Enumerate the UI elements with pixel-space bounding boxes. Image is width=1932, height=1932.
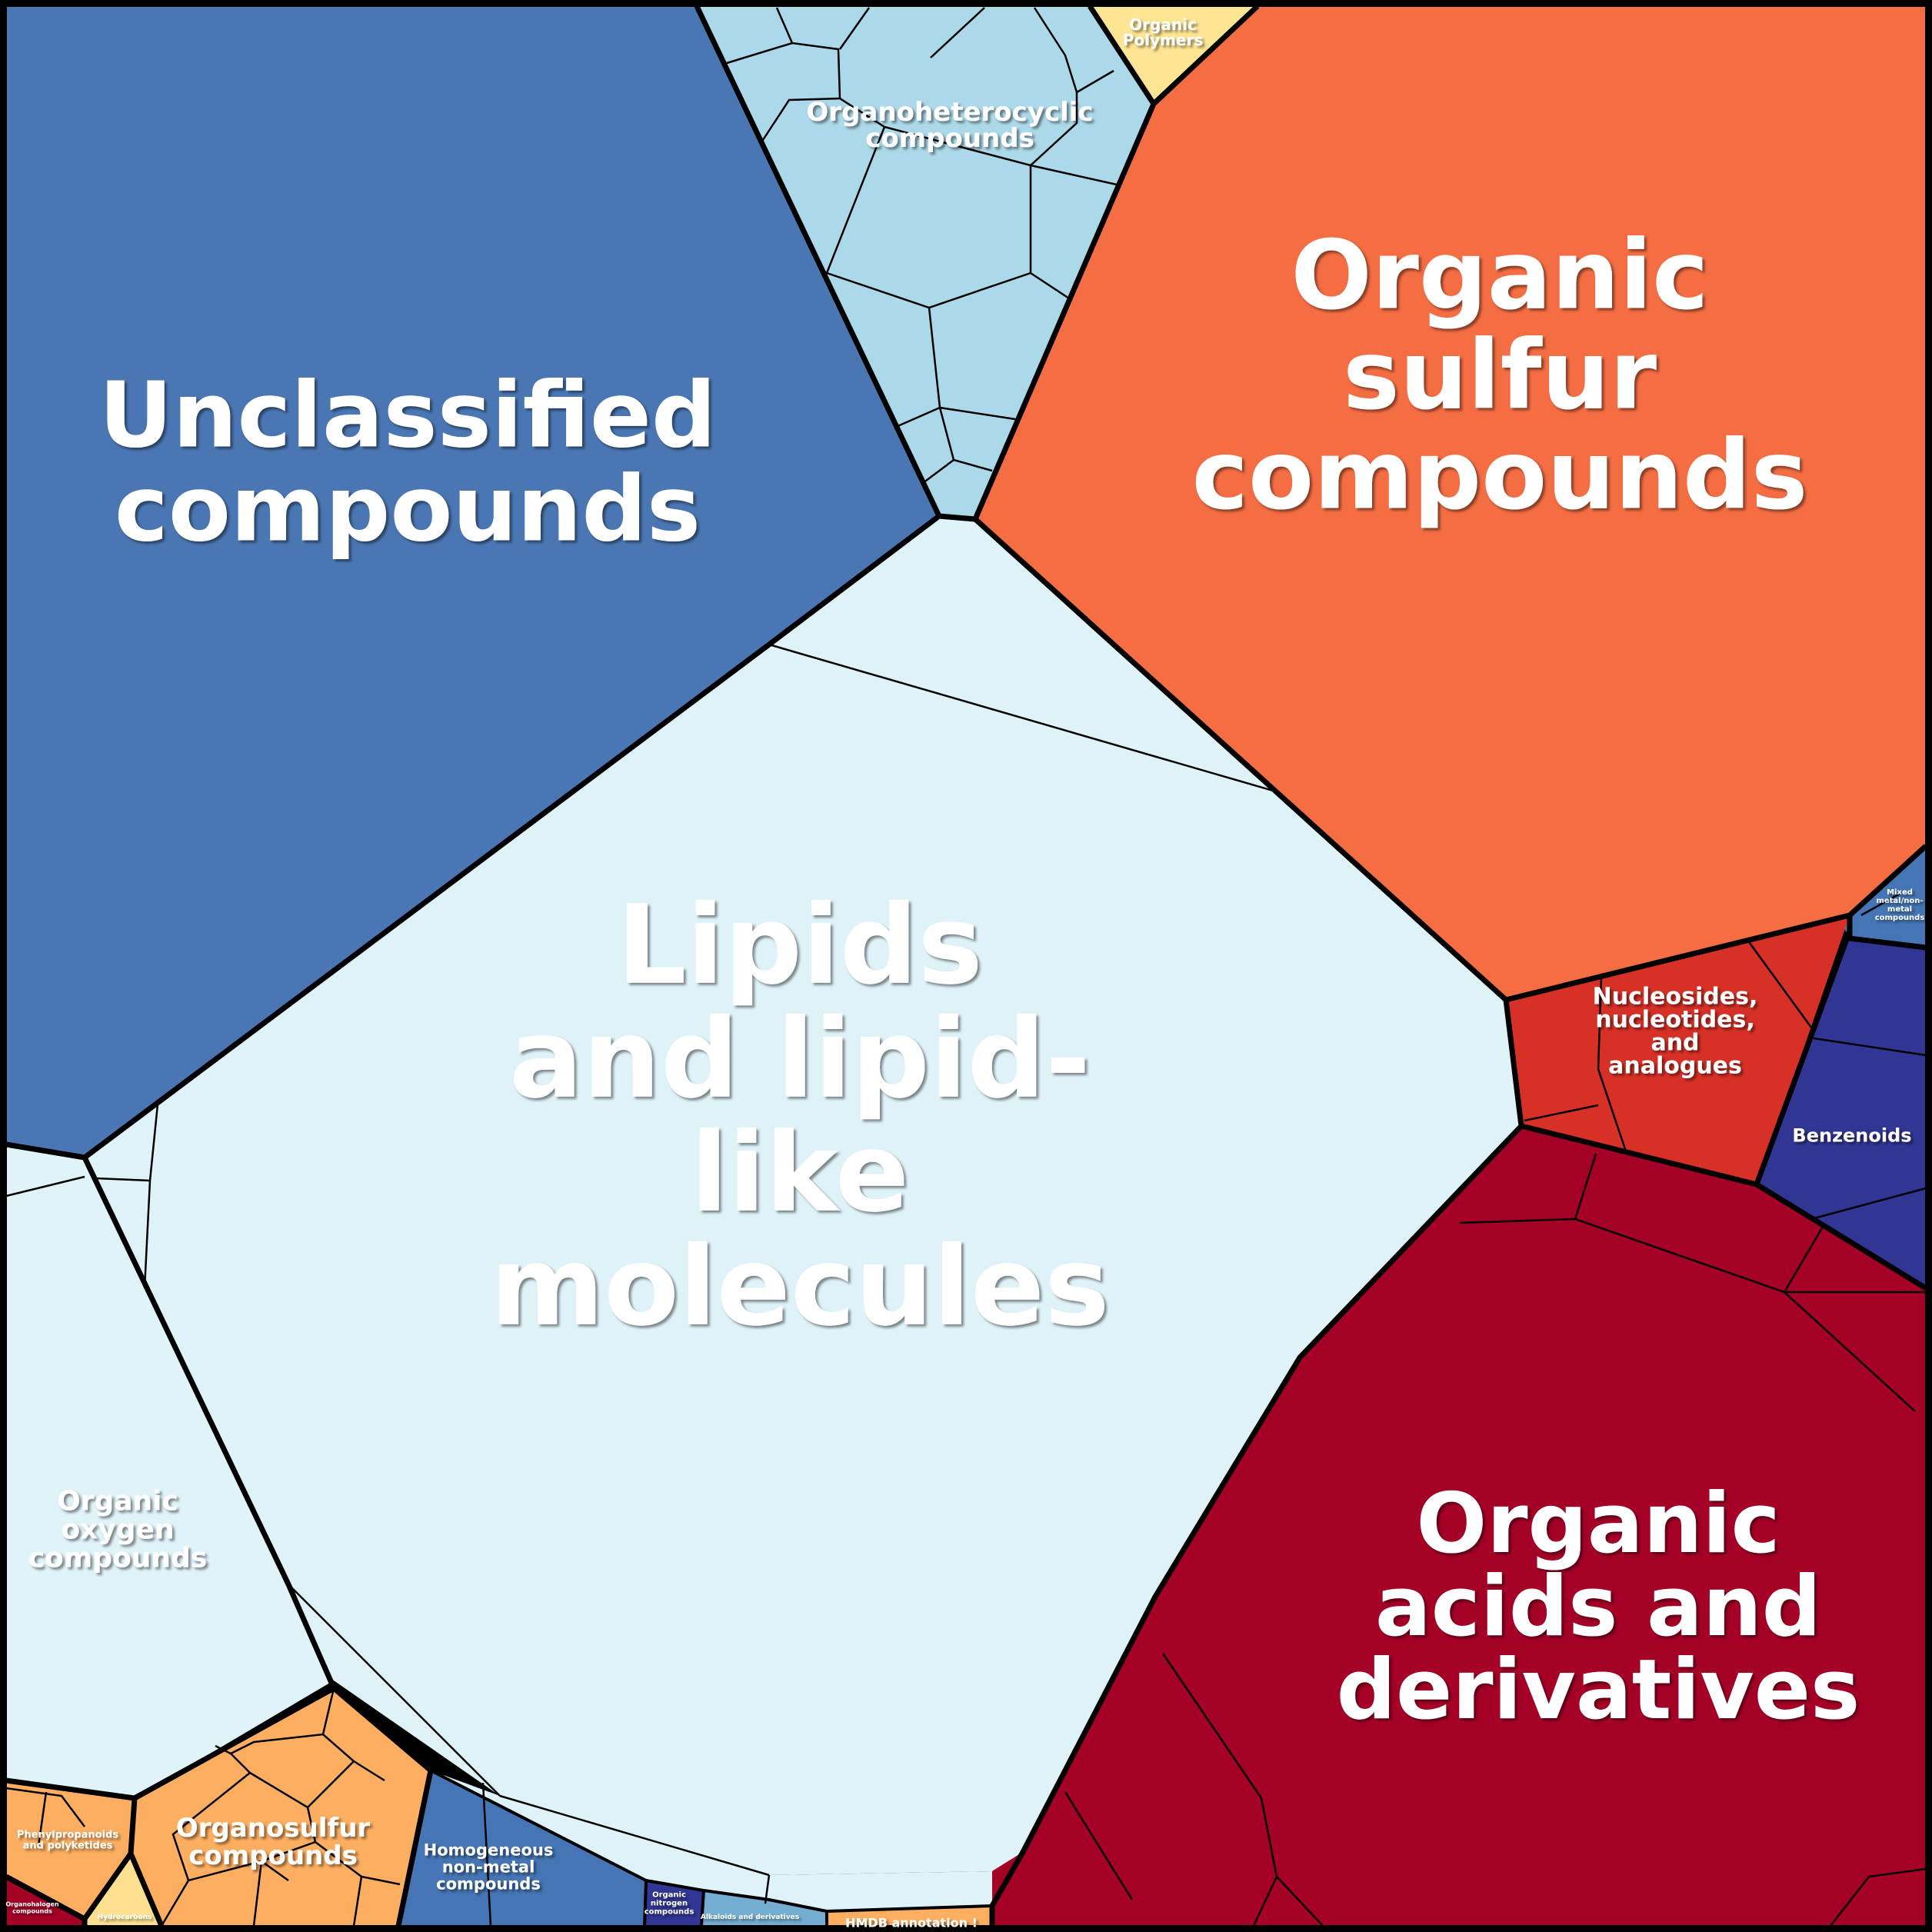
label-line: Organic [1129, 15, 1197, 34]
label-line: metal/non- [1876, 897, 1923, 905]
cell-nucleosides [1506, 915, 1850, 1184]
cell-lipids-strip [431, 1770, 992, 1911]
label-line: Organic [1416, 1476, 1780, 1572]
label-line: acids and [1375, 1559, 1821, 1655]
cell-alkaloids [701, 1890, 827, 1926]
label-line: Organic [652, 1891, 686, 1900]
cell-benzenoids [1757, 938, 1926, 1288]
label-line: and [1651, 1030, 1699, 1057]
cell-unclassified [6, 6, 939, 1158]
label-line: compounds [1875, 914, 1925, 922]
cell-organic-sulfur [975, 6, 1926, 1000]
cell-phenylpropanoids [6, 1780, 135, 1919]
label-line: and polyketides [23, 1840, 113, 1852]
label-line: compounds [188, 1840, 358, 1871]
label-line: Alkaloids and derivatives [701, 1914, 799, 1921]
cell-mixed-metal [1837, 846, 1926, 948]
label-line: compounds [28, 1543, 208, 1574]
label-line: compounds [12, 1907, 52, 1914]
label-line: Organoheterocyclic [806, 97, 1093, 128]
cell-organosulfur [131, 1688, 431, 1926]
cell-organic-nitrogen [645, 1880, 704, 1926]
label-line: like [691, 1110, 909, 1237]
label-line: Organosulfur [176, 1813, 371, 1844]
label-line: nucleotides, [1595, 1007, 1754, 1034]
label-line: nitrogen [651, 1900, 688, 1908]
label-line: Benzenoids [1792, 1124, 1911, 1146]
label-line: Unclassified [99, 361, 717, 468]
cells [6, 6, 1926, 1926]
label-line: non-metal [442, 1857, 535, 1876]
label-line: Mixed [1887, 888, 1913, 897]
label-hmdb: HMDB annotation ! [845, 1916, 978, 1930]
label-line: Nucleosides, [1593, 984, 1758, 1011]
cell-homogeneous [398, 1770, 646, 1926]
label-line: Hydrocarbons [98, 1914, 152, 1921]
cell-organic-oxygen [6, 1144, 334, 1798]
label-benzenoids: Benzenoids [1792, 1124, 1911, 1146]
label-line: Phenylpropanoids [17, 1830, 118, 1841]
label-line: molecules [490, 1224, 1109, 1351]
label-line: compounds [115, 455, 701, 561]
cell-organoheterocyclic [697, 6, 1154, 519]
label-line: and lipid- [509, 996, 1091, 1123]
sub-cell-lines [5, 7, 1927, 1927]
cell-hydrocarbons [85, 1854, 162, 1926]
cell-organic-acids [992, 1126, 1926, 1926]
label-line: sulfur [1343, 320, 1657, 431]
label-line: compounds [436, 1874, 541, 1893]
cell-lipids [85, 516, 1521, 1875]
label-line: Organic [1291, 220, 1708, 331]
label-line: Polymers [1123, 31, 1203, 49]
label-line: Lipids [617, 882, 983, 1009]
label-line: derivatives [1337, 1642, 1860, 1738]
label-line: compounds [1192, 420, 1808, 531]
label-line: analogues [1608, 1053, 1742, 1080]
label-line: Organic [57, 1486, 178, 1517]
label-hydrocarbons: Hydrocarbons [98, 1914, 152, 1921]
label-line: compounds [865, 123, 1034, 154]
label-line: compounds [645, 1908, 695, 1917]
label-line: metal [1887, 905, 1912, 914]
label-line: Organohalogen [5, 1900, 59, 1907]
cell-organic-polymers [1090, 6, 1257, 104]
label-alkaloids: Alkaloids and derivatives [701, 1914, 799, 1921]
label-line: Homogeneous [424, 1840, 554, 1859]
label-line: oxygen [61, 1514, 174, 1546]
label-line: HMDB annotation ! [845, 1916, 978, 1930]
